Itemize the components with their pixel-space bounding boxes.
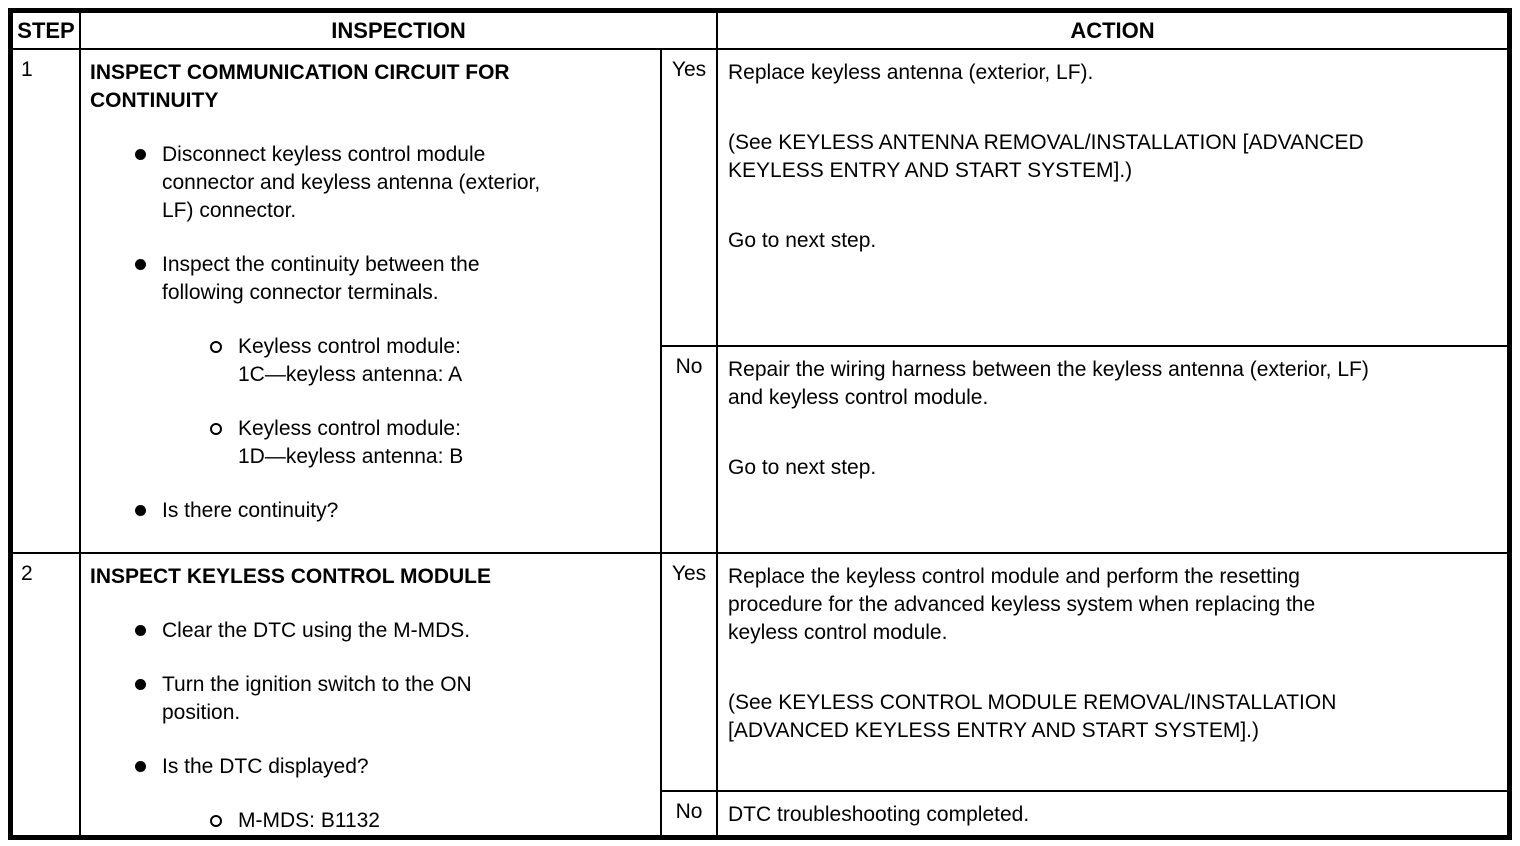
action-paragraph: Replace keyless antenna (exterior, LF).	[728, 61, 1094, 84]
bullet-circle-icon	[210, 423, 222, 435]
sub-bullet-text: Keyless control module: 1C—keyless anten…	[238, 335, 463, 386]
bullet-circle-icon	[210, 815, 222, 827]
bullet-dot-icon	[135, 679, 146, 690]
action-paragraph: Repair the wiring harness between the ke…	[728, 358, 1369, 409]
step-row-1: 1 INSPECT COMMUNICATION CIRCUIT FOR CONT…	[13, 50, 1507, 552]
step-row-2: 2 INSPECT KEYLESS CONTROL MODULE Clear t…	[13, 552, 1507, 835]
answer-label: Yes	[662, 554, 718, 790]
answer-label: No	[662, 792, 718, 835]
bullet-item: Clear the DTC using the M-MDS.	[135, 617, 654, 645]
header-action: ACTION	[1070, 17, 1155, 43]
bullet-text: Turn the ignition switch to the ON posit…	[162, 673, 472, 724]
inspection-title: INSPECT COMMUNICATION CIRCUIT FOR CONTIN…	[90, 61, 510, 112]
step-number: 2	[21, 562, 33, 585]
bullet-item: Disconnect keyless control module connec…	[135, 141, 654, 225]
result-row-no: No DTC troubleshooting completed.	[662, 790, 1507, 835]
bullet-dot-icon	[135, 149, 146, 160]
action-cell: Replace the keyless control module and p…	[718, 554, 1507, 790]
action-paragraph: (See KEYLESS CONTROL MODULE REMOVAL/INST…	[728, 691, 1337, 742]
results-group: Yes Replace keyless antenna (exterior, L…	[662, 50, 1507, 552]
answer-label: No	[662, 347, 718, 552]
troubleshooting-table: STEP INSPECTION ACTION 1 INSPECT COMMUNI…	[8, 8, 1512, 840]
bullet-text: Clear the DTC using the M-MDS.	[162, 619, 471, 642]
results-group: Yes Replace the keyless control module a…	[662, 554, 1507, 835]
inspection-cell: INSPECT COMMUNICATION CIRCUIT FOR CONTIN…	[81, 50, 662, 552]
bullet-dot-icon	[135, 259, 146, 270]
table-header-row: STEP INSPECTION ACTION	[13, 13, 1507, 50]
result-row-no: No Repair the wiring harness between the…	[662, 345, 1507, 552]
bullet-item: Inspect the continuity between the follo…	[135, 251, 654, 307]
result-row-yes: Yes Replace the keyless control module a…	[662, 554, 1507, 790]
step-number-cell: 1	[13, 50, 81, 552]
sub-bullet-item: Keyless control module: 1C—keyless anten…	[210, 333, 654, 389]
sub-bullet-item: M-MDS: B1132	[210, 807, 654, 835]
action-paragraph: Replace the keyless control module and p…	[728, 565, 1316, 644]
action-paragraph: (See KEYLESS ANTENNA REMOVAL/INSTALLATIO…	[728, 131, 1364, 182]
action-cell: Repair the wiring harness between the ke…	[718, 347, 1507, 552]
answer-label: Yes	[662, 50, 718, 345]
action-cell: DTC troubleshooting completed.	[718, 792, 1507, 835]
bullet-dot-icon	[135, 505, 146, 516]
bullet-text: Is there continuity?	[162, 499, 339, 522]
bullet-item: Turn the ignition switch to the ON posit…	[135, 671, 654, 727]
action-cell: Replace keyless antenna (exterior, LF). …	[718, 50, 1507, 345]
bullet-text: Is the DTC displayed?	[162, 755, 369, 778]
sub-bullet-text: Keyless control module: 1D—keyless anten…	[238, 417, 464, 468]
inspection-cell: INSPECT KEYLESS CONTROL MODULE Clear the…	[81, 554, 662, 835]
bullet-dot-icon	[135, 761, 146, 772]
sub-bullet-text: M-MDS: B1132	[238, 809, 380, 832]
result-row-yes: Yes Replace keyless antenna (exterior, L…	[662, 50, 1507, 345]
bullet-dot-icon	[135, 625, 146, 636]
bullet-item: Is there continuity?	[135, 497, 654, 525]
inspection-title: INSPECT KEYLESS CONTROL MODULE	[90, 565, 491, 588]
sub-bullet-item: Keyless control module: 1D—keyless anten…	[210, 415, 654, 471]
header-inspection: INSPECTION	[81, 13, 718, 48]
bullet-item: Is the DTC displayed?	[135, 753, 654, 781]
action-paragraph: Go to next step.	[728, 456, 877, 479]
step-number-cell: 2	[13, 554, 81, 835]
action-paragraph: Go to next step.	[728, 229, 877, 252]
step-number: 1	[21, 58, 33, 81]
bullet-text: Inspect the continuity between the follo…	[162, 253, 480, 304]
bullet-text: Disconnect keyless control module connec…	[162, 143, 541, 222]
header-step: STEP	[13, 13, 81, 48]
bullet-circle-icon	[210, 341, 222, 353]
action-paragraph: DTC troubleshooting completed.	[728, 803, 1030, 826]
